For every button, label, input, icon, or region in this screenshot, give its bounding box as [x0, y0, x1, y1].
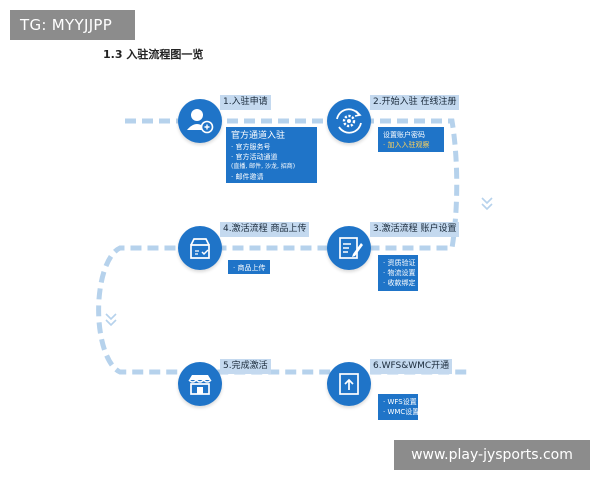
step-5-label: 5.完成激活 [220, 359, 271, 374]
detail-line: · 加入入驻观察 [383, 141, 430, 149]
detail-line: · 邮件邀请 [231, 173, 264, 181]
add-user-icon [187, 109, 214, 134]
detail-line: · 官方服务号 [231, 143, 271, 151]
flow-path-line [96, 118, 470, 375]
edit-document-icon [339, 237, 363, 259]
storefront-icon [188, 375, 212, 395]
arrow-right-icon [481, 197, 493, 211]
step-6-details: · WFS设置 · WMC设置 [378, 394, 420, 420]
detail-line: · 商品上传 [233, 264, 266, 272]
step-6-node [327, 362, 371, 406]
watermark-top: TG: MYYJJPP [10, 10, 135, 40]
detail-line: · 收款绑定 [383, 279, 416, 287]
detail-line: · 物流设置 [383, 269, 416, 277]
detail-line: · WMC设置 [383, 408, 420, 416]
detail-line: · 资质验证 [383, 259, 416, 267]
detail-line: 设置账户密码 [383, 131, 425, 139]
step-3-label: 3.激活流程 账户设置 [370, 222, 460, 237]
step-2-details: 设置账户密码 · 加入入驻观察 [378, 127, 444, 152]
gear-cycle-icon [336, 108, 362, 134]
step-1-label: 1.入驻申请 [220, 95, 271, 110]
step-4-details: · 商品上传 [228, 260, 270, 274]
step-2-label: 2.开始入驻 在线注册 [370, 95, 460, 110]
step-3-details: · 资质验证 · 物流设置 · 收款绑定 [378, 255, 418, 291]
step-6-label: 6.WFS&WMC开通 [370, 359, 453, 374]
detail-line: 官方通道入驻 [231, 131, 286, 141]
step-3-node [327, 226, 371, 270]
page-title: 1.3 入驻流程图一览 [103, 48, 204, 61]
step-1-details: 官方通道入驻 · 官方服务号 · 官方活动通道 (直播, 邮件, 沙龙, 招商)… [226, 127, 317, 183]
detail-line: · 官方活动通道 [231, 153, 278, 161]
detail-line: · WFS设置 [383, 398, 417, 406]
watermark-bottom: www.play-jysports.com [394, 440, 590, 470]
detail-line: (直播, 邮件, 沙龙, 招商) [231, 163, 296, 170]
storage-box-icon [190, 238, 210, 259]
step-4-node [178, 226, 222, 270]
step-2-node [327, 99, 371, 143]
step-5-node [178, 362, 222, 406]
step-1-node [178, 99, 222, 143]
upload-icon [339, 373, 359, 395]
step-4-label: 4.激活流程 商品上传 [220, 222, 310, 237]
arrow-left-icon [105, 313, 117, 327]
